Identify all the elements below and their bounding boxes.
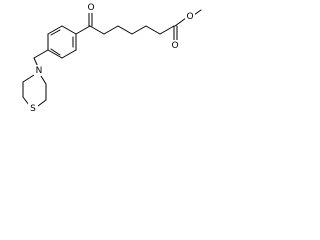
- ring-sulfur-atom: S: [28, 103, 38, 114]
- chemical-structure-diagram: O O O N S: [22, 2, 202, 114]
- benzene-ring: [47, 25, 77, 59]
- ketone-oxygen-label: O: [87, 3, 94, 13]
- ethyl-ester-group: [173, 9, 202, 42]
- ester-ether-oxygen-label: O: [186, 12, 193, 22]
- thiomorpholine-ring: [22, 74, 47, 107]
- amine-nitrogen-atom: N: [34, 65, 44, 76]
- benzyl-linker: [33, 49, 49, 68]
- ketone-group: [75, 12, 93, 35]
- ketone-oxygen-atom: O: [86, 2, 96, 13]
- atom-labels: O O O N S: [28, 2, 195, 114]
- ester-carbonyl-oxygen-label: O: [171, 41, 178, 51]
- ester-ether-oxygen-atom: O: [185, 12, 195, 23]
- ester-carbonyl-oxygen-atom: O: [171, 40, 181, 51]
- bond-skeleton: [22, 9, 202, 107]
- amine-nitrogen-label: N: [36, 66, 43, 76]
- ring-sulfur-label: S: [30, 104, 36, 114]
- methylene-chain: [89, 25, 175, 35]
